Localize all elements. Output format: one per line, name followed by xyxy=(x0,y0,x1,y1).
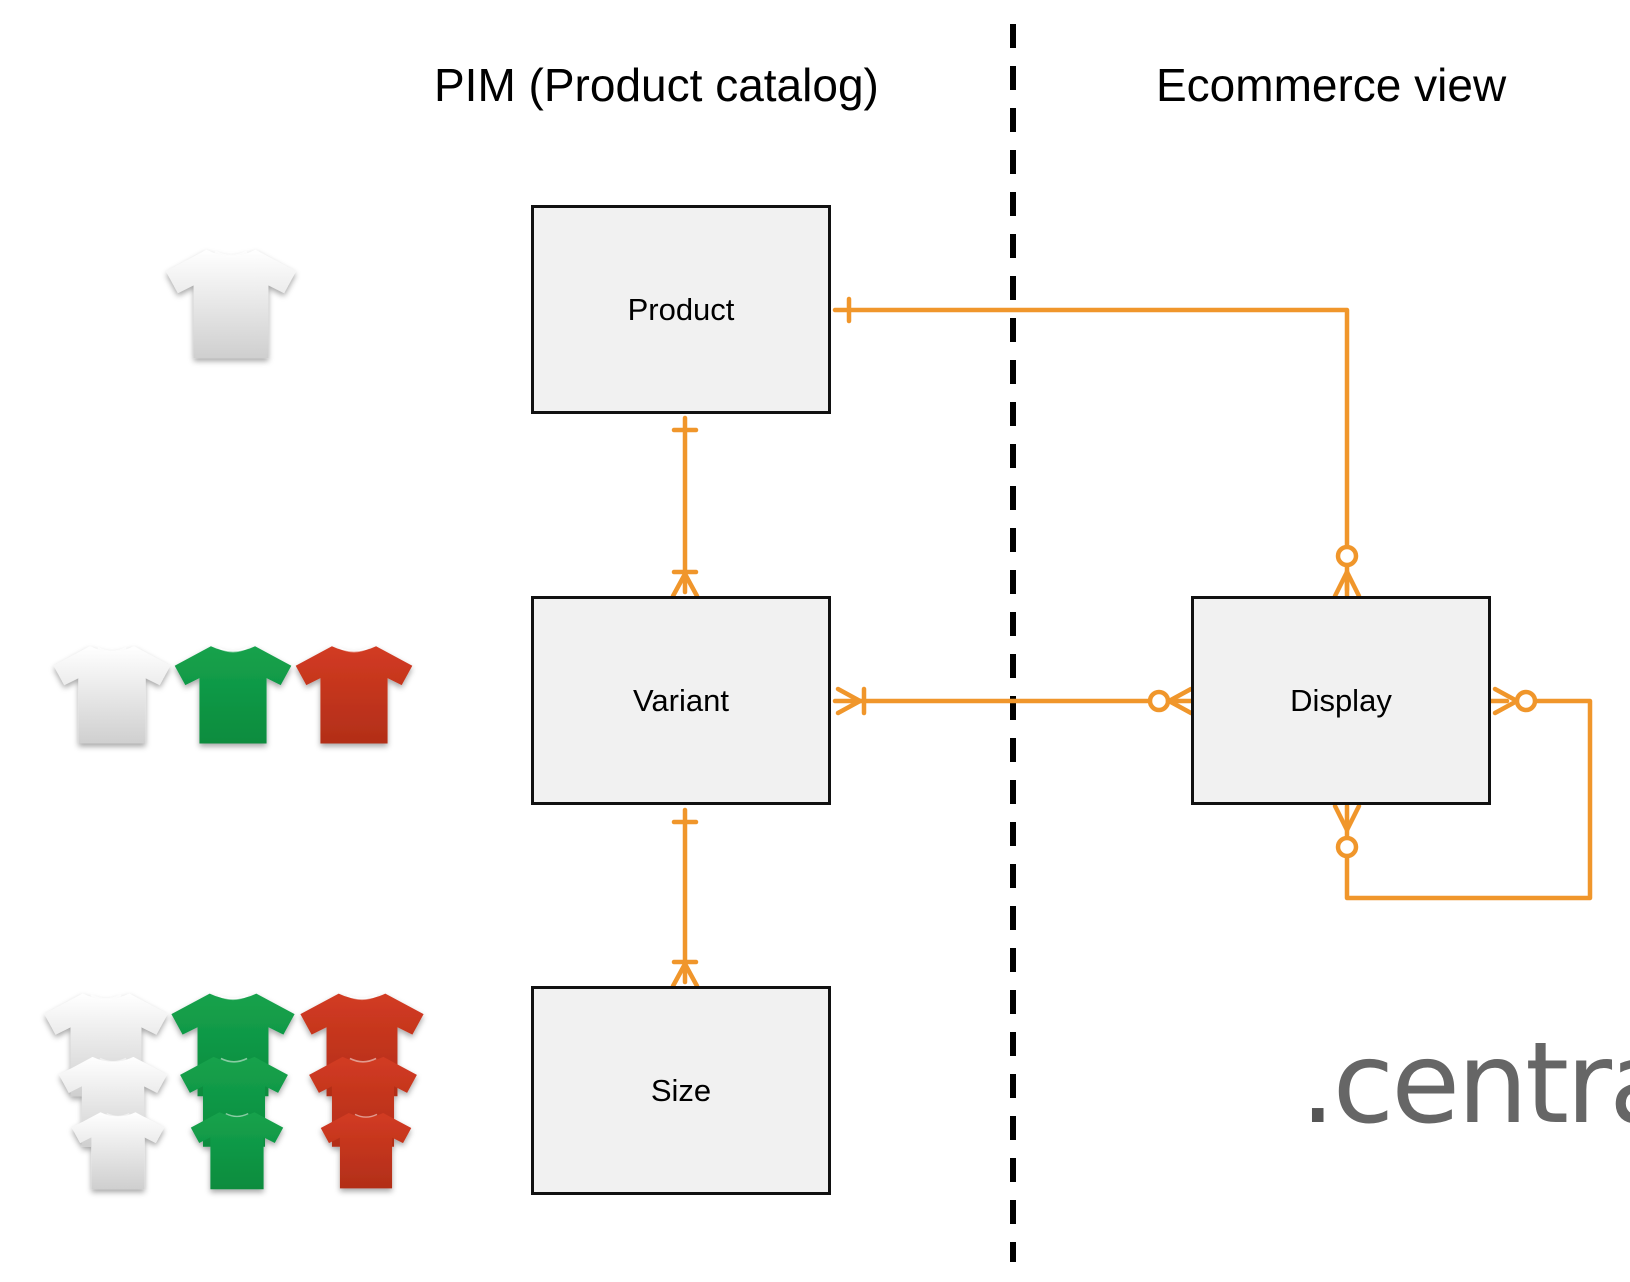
entity-label: Display xyxy=(1290,682,1392,718)
entity-label: Product xyxy=(627,291,735,327)
pim-section-title: PIM (Product catalog) xyxy=(434,59,879,111)
display-bottom-zero-circle xyxy=(1335,835,1359,859)
shirts-product xyxy=(165,248,297,360)
entity-label: Variant xyxy=(633,682,729,718)
tshirt-icon xyxy=(173,645,293,745)
entity-display: Display xyxy=(1191,596,1491,805)
variant-right-crowsfoot xyxy=(835,686,863,716)
variant-top-crowsfoot xyxy=(670,571,700,599)
connector-display-self xyxy=(1344,698,1593,901)
display-left-zero-circle xyxy=(1147,689,1171,713)
tshirt-icon xyxy=(71,1111,165,1190)
entity-size: Size xyxy=(531,986,831,1195)
display-top-zero-circle xyxy=(1335,544,1359,568)
ecommerce-section-title: Ecommerce view xyxy=(1156,59,1507,111)
tshirt-icon xyxy=(320,1112,412,1190)
tshirt-icon xyxy=(190,1111,284,1190)
entity-label: Size xyxy=(650,1072,712,1108)
connector-product-display xyxy=(832,307,1350,593)
size-top-crowsfoot xyxy=(670,961,700,989)
entity-variant: Variant xyxy=(531,596,831,805)
tshirt-icon xyxy=(165,248,297,360)
shirts-size xyxy=(43,992,425,1190)
entity-product: Product xyxy=(531,205,831,414)
shirts-variant xyxy=(52,645,414,745)
display-right-zero-circle xyxy=(1514,689,1538,713)
tshirt-icon xyxy=(294,645,414,745)
logo-text: centra xyxy=(1332,1019,1630,1149)
tshirt-icon xyxy=(52,645,172,745)
logo-dot: . xyxy=(1300,1019,1336,1149)
centra-logo: .centra xyxy=(1300,1028,1630,1140)
display-bottom-crowsfoot xyxy=(1332,803,1362,833)
